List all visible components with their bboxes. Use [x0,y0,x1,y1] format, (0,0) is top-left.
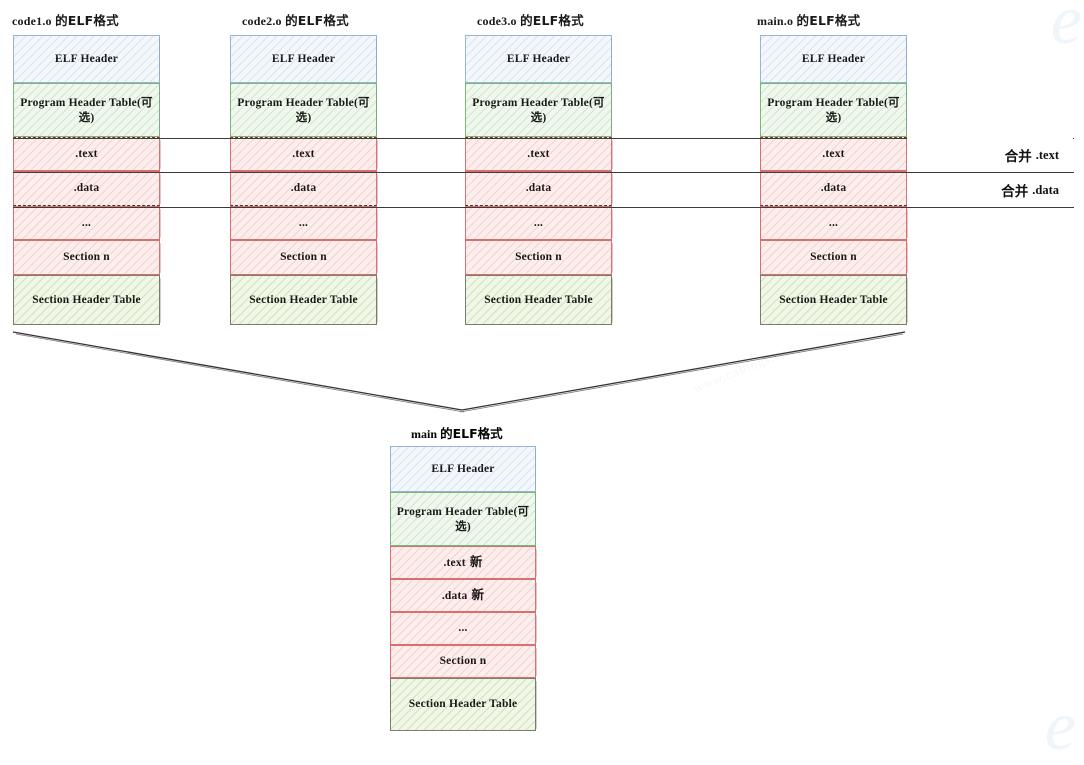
watermark-top-right: e [1050,0,1082,59]
segment-elf-header: ELF Header [760,35,907,83]
column-title-code3-name: code3.o [477,14,517,28]
merge-label-text: 合并 .text [907,138,1073,172]
segment-data: .data [13,171,161,206]
segment-ellipsis: ... [230,206,378,240]
segment-section-header-table: Section Header Table [230,275,378,325]
connector-rule-data-bottom [13,207,1074,208]
column-title-main-o-name: main.o [757,14,794,28]
column-title-main-o-suffix: 的ELF格式 [796,13,861,28]
output-title: main 的ELF格式 [411,423,503,442]
merge-label-text-latin: .text [1035,147,1059,162]
segment-program-header-table: Program Header Table(可选) [390,492,536,546]
segment-section-n: Section n [13,240,161,275]
merge-box-right-edge [1072,138,1073,207]
segment-elf-header: ELF Header [13,35,160,83]
segment-ellipsis: ... [760,206,908,240]
segment-section-header-table: Section Header Table [465,275,613,325]
column-title-code3: code3.o 的ELF格式 [477,10,584,29]
connector-rule-text-bottom [13,172,1074,173]
segment-ellipsis: ... [390,612,537,645]
elf-column-main-output: ELF Header Program Header Table(可选) .tex… [390,446,537,731]
column-title-code2-name: code2.o [242,14,282,28]
segment-ellipsis: ... [13,206,161,240]
segment-text: .text [760,137,908,171]
elf-column-code2: ELF Header Program Header Table(可选) .tex… [230,35,378,325]
merge-label-data: 合并 .data [907,173,1073,207]
segment-section-n: Section n [390,645,537,678]
column-title-code2: code2.o 的ELF格式 [242,10,349,29]
segment-section-n: Section n [760,240,908,275]
output-title-name: main [411,427,438,441]
segment-text: .text [465,137,613,171]
watermark-bottom-right: e [1044,688,1076,765]
segment-program-header-table: Program Header Table(可选) [13,83,160,137]
segment-section-n: Section n [230,240,378,275]
segment-section-n: Section n [465,240,613,275]
segment-section-header-table: Section Header Table [390,678,537,731]
segment-ellipsis: ... [465,206,613,240]
elf-column-code1: ELF Header Program Header Table(可选) .tex… [13,35,161,325]
column-title-code1-suffix: 的ELF格式 [55,13,119,28]
segment-data: .data [465,171,613,206]
merge-label-data-latin: .data [1032,182,1059,197]
segment-elf-header: ELF Header [390,446,536,492]
segment-elf-header: ELF Header [465,35,612,83]
column-title-code1-name: code1.o [12,14,52,28]
segment-data: .data [230,171,378,206]
segment-elf-header: ELF Header [230,35,377,83]
segment-program-header-table: Program Header Table(可选) [760,83,907,137]
segment-text: .text [13,137,161,171]
merge-label-text-cjk: 合并 [1004,149,1032,165]
column-title-code3-suffix: 的ELF格式 [520,13,584,28]
elf-column-main-o: ELF Header Program Header Table(可选) .tex… [760,35,908,325]
segment-section-header-table: Section Header Table [13,275,161,325]
elf-column-code3: ELF Header Program Header Table(可选) .tex… [465,35,613,325]
segment-section-header-table: Section Header Table [760,275,908,325]
output-title-suffix: 的ELF格式 [440,426,503,441]
segment-program-header-table: Program Header Table(可选) [230,83,377,137]
merge-box-left-edge [907,138,908,207]
segment-data: .data [760,171,908,206]
watermark-text: www.cnblogs.com [691,339,801,396]
column-title-code1: code1.o 的ELF格式 [12,10,119,29]
column-title-code2-suffix: 的ELF格式 [285,13,349,28]
column-title-main-o: main.o 的ELF格式 [757,10,860,29]
merge-label-data-cjk: 合并 [1001,184,1029,200]
segment-program-header-table: Program Header Table(可选) [465,83,612,137]
connector-rule-text-top [13,138,1074,139]
segment-text: .text [230,137,378,171]
